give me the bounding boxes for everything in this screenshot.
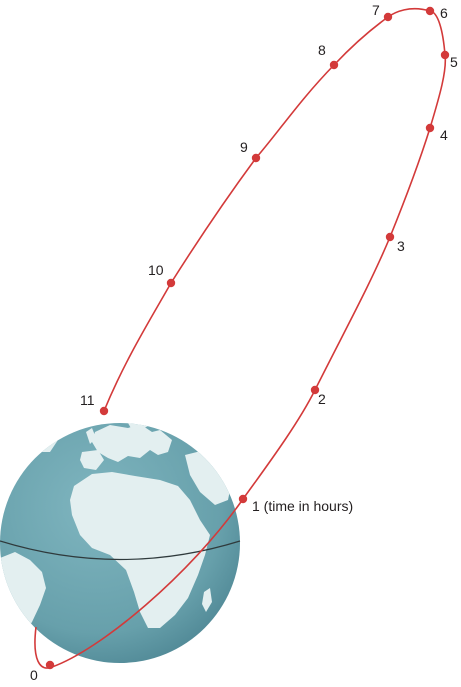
- orbit-point-label-11: 11: [80, 392, 95, 408]
- orbit-point-4: [425, 123, 435, 133]
- orbit-point-9: [251, 153, 261, 163]
- equator-line: [0, 540, 241, 561]
- orbit-point-label-1: 1 (time in hours): [252, 498, 353, 514]
- orbit-point-label-10: 10: [148, 262, 164, 278]
- orbit-point-1: [238, 494, 248, 504]
- orbit-points: [45, 6, 450, 670]
- orbit-point-label-5: 5: [450, 54, 458, 70]
- orbit-labels: 0 1 (time in hours) 2 3 4 5 6 7 8 9 10 11: [30, 2, 458, 683]
- orbit-point-label-2: 2: [318, 391, 326, 407]
- orbit-point-label-8: 8: [318, 42, 326, 58]
- orbit-point-2: [310, 385, 320, 395]
- orbit-point-label-3: 3: [397, 238, 405, 254]
- orbit-point-7: [383, 12, 393, 22]
- orbit-point-5: [440, 50, 450, 60]
- orbit-point-3: [385, 232, 395, 242]
- orbit-point-label-4: 4: [440, 127, 448, 143]
- orbit-point-label-9: 9: [240, 139, 248, 155]
- orbit-point-8: [329, 60, 339, 70]
- orbit-point-label-0: 0: [30, 667, 38, 683]
- orbit-point-10: [166, 278, 176, 288]
- orbit-point-11: [99, 406, 109, 416]
- orbit-point-label-7: 7: [372, 2, 380, 18]
- orbit-point-6: [425, 6, 435, 16]
- orbit-path: [34, 7, 447, 669]
- orbit-point-0: [45, 660, 55, 670]
- orbit-point-label-6: 6: [440, 5, 448, 21]
